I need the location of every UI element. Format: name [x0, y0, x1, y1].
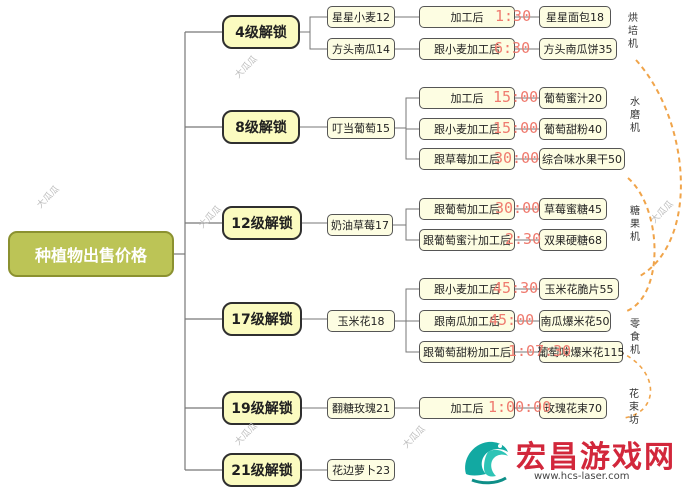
machine-label-flower: 花束坊 — [629, 389, 639, 426]
process-time: 30:00 — [494, 149, 540, 167]
crop-node: 翻糖玫瑰21 — [327, 397, 395, 419]
machine-label-candy: 糖果机 — [630, 206, 640, 243]
machine-label-snack: 零食机 — [630, 319, 640, 356]
process-node: 跟小麦加工后 — [419, 118, 515, 140]
process-time: 45:30 — [493, 279, 539, 297]
process-node: 加工后 — [419, 397, 515, 419]
process-node: 加工后 — [419, 87, 515, 109]
dragon-logo-icon — [465, 441, 508, 485]
crop-node: 玉米花18 — [327, 310, 395, 332]
process-time: 6:30 — [494, 39, 531, 57]
connector-line — [395, 288, 419, 353]
process-node: 跟葡萄蜜汁加工后 — [419, 229, 515, 251]
crop-node: 星星小麦12 — [327, 6, 395, 28]
process-node: 跟南瓜加工后 — [419, 310, 515, 332]
dashed-arrow — [619, 351, 652, 419]
level-node-17: 17级解锁 — [222, 302, 302, 336]
product-node: 综合味水果干50 — [539, 148, 625, 170]
level-node-8: 8级解锁 — [222, 110, 300, 144]
machine-label-bakery: 烘培机 — [628, 13, 638, 50]
product-node: 葡萄甜粉40 — [539, 118, 607, 140]
site-logo: 宏昌游戏网 www.hcs-laser.com — [458, 428, 698, 488]
product-node: 玫瑰花束70 — [539, 397, 607, 419]
process-node: 跟草莓加工后 — [419, 148, 515, 170]
root-node: 种植物出售价格 — [8, 231, 174, 277]
connector-line — [393, 208, 419, 241]
process-time: 30:00 — [495, 199, 541, 217]
process-time: 2:30 — [505, 230, 542, 248]
level-node-19: 19级解锁 — [222, 391, 302, 425]
process-node: 加工后 — [419, 6, 515, 28]
process-time: 45:00 — [489, 311, 535, 329]
product-node: 南瓜爆米花50 — [539, 310, 611, 332]
process-time: 15:00 — [493, 88, 539, 106]
logo-title: 宏昌游戏网 — [516, 440, 676, 475]
crop-node: 花边萝卜23 — [327, 459, 395, 481]
process-time: 1:07:30 — [508, 342, 572, 360]
process-node: 跟葡萄加工后 — [419, 198, 515, 220]
product-node: 葡萄味爆米花115 — [538, 341, 625, 363]
product-node: 方头南瓜饼35 — [539, 38, 617, 60]
process-node: 跟葡萄甜粉加工后 — [419, 341, 515, 363]
connector-line — [395, 97, 419, 160]
crop-node: 方头南瓜14 — [327, 38, 395, 60]
crop-node: 叮当葡萄15 — [327, 117, 395, 139]
logo-url: www.hcs-laser.com — [534, 471, 630, 482]
product-node: 星星面包18 — [539, 6, 611, 28]
process-node: 跟小麦加工后 — [419, 278, 515, 300]
crop-node: 奶油草莓17 — [327, 214, 393, 236]
product-node: 双果硬糖68 — [539, 229, 607, 251]
level-node-21: 21级解锁 — [222, 453, 302, 487]
product-node: 玉米花脆片55 — [539, 278, 619, 300]
machine-label-mill: 水磨机 — [630, 97, 640, 134]
level-node-12: 12级解锁 — [222, 206, 302, 240]
product-node: 葡萄蜜汁20 — [539, 87, 607, 109]
process-time: 1:00:00 — [488, 398, 552, 416]
process-time: 1:30 — [495, 7, 532, 25]
connector-line — [300, 16, 327, 50]
product-node: 草莓蜜糖45 — [539, 198, 607, 220]
process-node: 跟小麦加工后 — [419, 38, 515, 60]
dashed-arrow — [635, 59, 682, 277]
level-node-4: 4级解锁 — [222, 15, 300, 49]
dashed-arrow — [623, 177, 656, 313]
process-time: 15:00 — [493, 119, 539, 137]
